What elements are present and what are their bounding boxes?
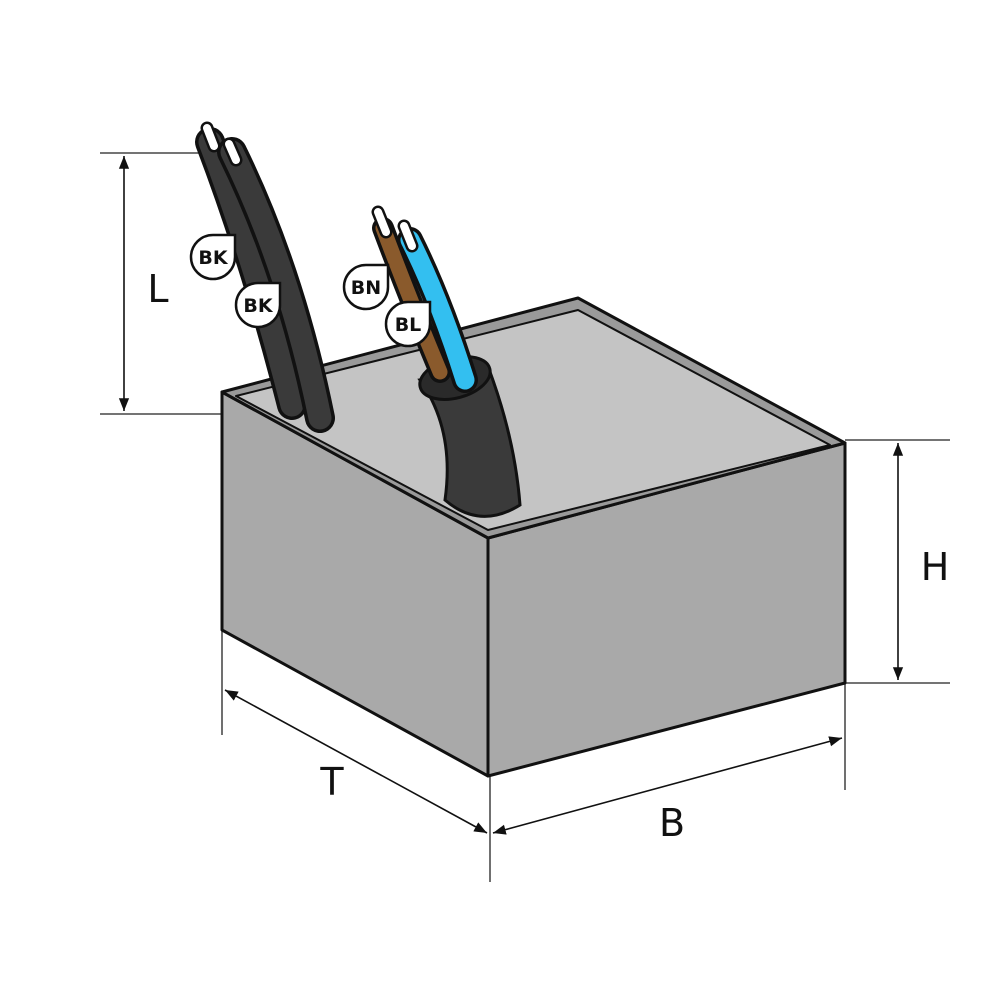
- wire-tag-bk-1: BK: [189, 233, 237, 281]
- dimension-h-label: H: [921, 545, 950, 589]
- wire-tag-bn: BN: [342, 263, 390, 311]
- blue-wire: [400, 230, 475, 390]
- dimension-b-arrow: [492, 736, 843, 835]
- enclosure-box: [220, 296, 847, 778]
- wire-tag-label: BL: [395, 314, 422, 336]
- dimension-b-label: B: [659, 801, 685, 845]
- wire-tag-bk-2: BK: [234, 281, 282, 329]
- wire-tag-label: BN: [351, 277, 381, 299]
- black-wire-pair: [195, 121, 335, 433]
- wire-tag-label: BK: [243, 295, 273, 317]
- wire-tag-bl: BL: [384, 300, 432, 348]
- dimension-lines: [118, 156, 904, 835]
- dimension-t-arrow: [224, 689, 488, 834]
- wire-tag-label: BK: [198, 247, 228, 269]
- sheathed-cable: [371, 205, 522, 518]
- brown-wire: [375, 220, 448, 380]
- dimension-t-label: T: [319, 760, 344, 804]
- dimension-l-label: L: [147, 267, 168, 311]
